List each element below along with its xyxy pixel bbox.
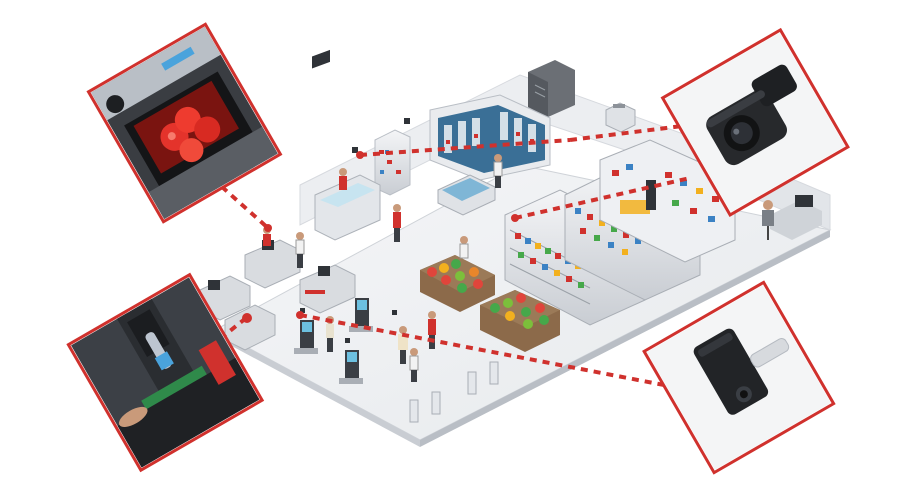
scale-camera-icon	[160, 106, 221, 163]
connector-ceiling-3	[514, 176, 691, 220]
monitoring-desk	[762, 195, 822, 240]
inset-ceiling-camera	[660, 27, 850, 217]
self-checkout-kiosks	[294, 298, 373, 384]
drinks-fridge	[429, 94, 551, 181]
shoppers-and-staff	[263, 154, 503, 382]
produce-display-1	[420, 255, 495, 312]
checkout-counter-1	[244, 239, 301, 289]
inset-checkout-counter-camera	[66, 272, 265, 473]
checkout-camera-icon	[145, 332, 174, 371]
connector-ceiling-1	[359, 138, 571, 157]
side-camera-icon	[693, 328, 790, 415]
end-wall-shelving	[599, 139, 736, 263]
connector-side	[299, 313, 691, 392]
deli-counter	[312, 49, 381, 241]
dome-camera-icon	[706, 64, 797, 166]
freezer-island	[437, 174, 496, 216]
checkout-counter-2	[299, 264, 356, 314]
entry-gates	[409, 361, 499, 423]
camera-markers	[300, 118, 410, 343]
printer	[605, 102, 636, 133]
connector-dots	[242, 151, 519, 323]
snack-shelf-column	[374, 129, 411, 196]
inset-produce-scale-camera	[86, 22, 283, 224]
server-rack	[528, 60, 575, 117]
inset-side-mount-camera	[642, 280, 836, 475]
produce-display-2	[480, 290, 560, 352]
